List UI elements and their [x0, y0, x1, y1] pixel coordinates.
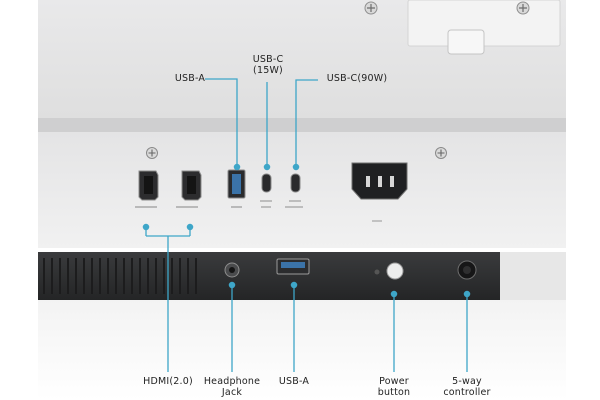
screw-icon	[146, 147, 158, 159]
strip-end-cap	[500, 252, 566, 300]
usb-a-port-icon	[276, 258, 310, 275]
hinge-latch	[447, 29, 485, 55]
power-socket-icon	[351, 162, 408, 200]
label-hdmi: HDMI(2.0)	[143, 376, 193, 387]
lower-housing	[38, 300, 566, 400]
hdmi-port-icon	[181, 170, 202, 201]
housing-ridge	[38, 118, 566, 132]
screw-icon	[435, 147, 447, 159]
hdmi-port-icon	[138, 170, 159, 201]
label-usb-c-90w: USB-C(90W)	[326, 73, 388, 84]
usb-c-port-icon	[290, 173, 301, 193]
label-usb-a-top: USB-A	[174, 73, 206, 84]
controller-knob-icon	[457, 260, 477, 280]
label-5-way-controller: 5-way controller	[443, 376, 491, 398]
usb-a-port-icon	[227, 169, 246, 199]
screw-icon	[364, 1, 378, 15]
vent-grille	[43, 258, 197, 294]
port-panel	[38, 132, 566, 248]
label-power-button: Power button	[377, 376, 411, 398]
screw-icon	[516, 1, 530, 15]
label-headphone-jack: Headphone Jack	[203, 376, 261, 398]
headphone-jack-icon	[224, 262, 240, 278]
usb-c-port-icon	[261, 173, 272, 193]
label-usb-a-bottom: USB-A	[278, 376, 310, 387]
label-usb-c-15w: USB-C (15W)	[252, 54, 284, 76]
power-button-icon	[374, 262, 404, 280]
callout-lines	[142, 78, 471, 372]
